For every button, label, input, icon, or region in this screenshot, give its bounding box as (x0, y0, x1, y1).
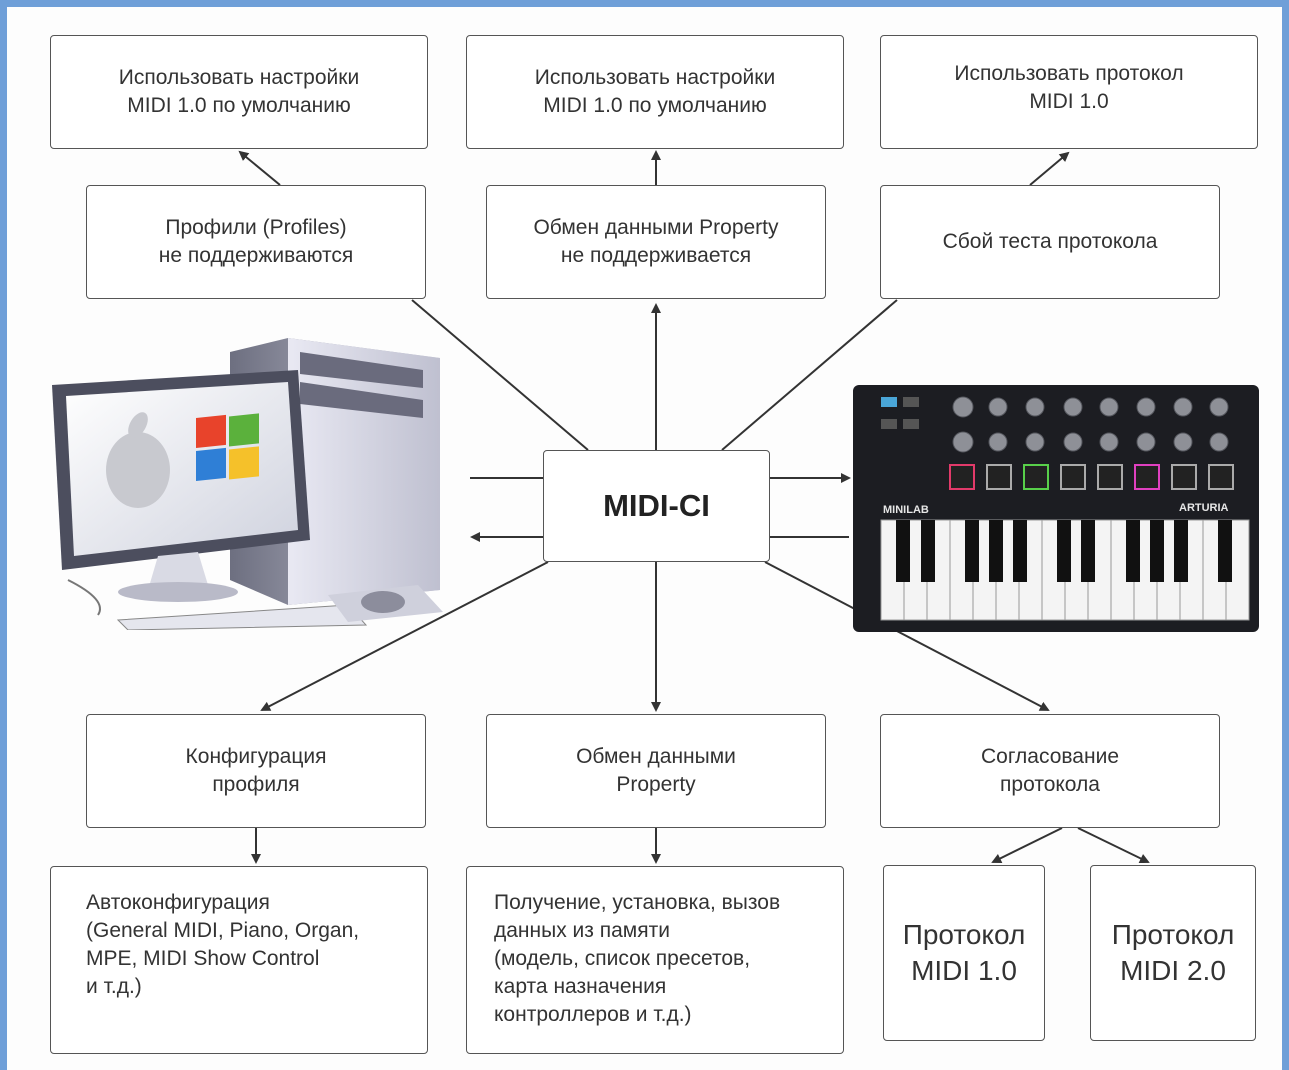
arrow-negotiation-to-midi2 (1077, 827, 1150, 864)
profile-configuration-box: Конфигурация профиля (86, 714, 426, 828)
protocol-negotiation-box: Согласование протокола (880, 714, 1220, 828)
arrow-negotiation-to-midi1 (991, 827, 1063, 863)
arrow-center-to-protocol-negotiation (764, 561, 1050, 711)
connector-center-to-profiles-unsupported (411, 299, 589, 451)
autoconfiguration-box: Автоконфигурация (General MIDI, Piano, O… (50, 866, 428, 1054)
protocol-midi2-box: Протокол MIDI 2.0 (1090, 865, 1256, 1041)
arrow-profiles-to-default-1 (238, 150, 281, 186)
default-settings-box-2: Использовать настройки MIDI 1.0 по умолч… (466, 35, 844, 149)
arrow-center-to-profile-config (260, 561, 549, 711)
desktop-computer-icon (52, 338, 443, 630)
midi-ci-center-box: MIDI-CI (543, 450, 770, 562)
use-midi1-protocol-box: Использовать протокол MIDI 1.0 (880, 35, 1258, 149)
property-unsupported-box: Обмен данными Property не поддерживается (486, 185, 826, 299)
protocol-midi1-box: Протокол MIDI 1.0 (883, 865, 1045, 1041)
protocol-test-fail-box: Сбой теста протокола (880, 185, 1220, 299)
keyboard-model-label: MINILAB (883, 504, 929, 516)
default-settings-box-1: Использовать настройки MIDI 1.0 по умолч… (50, 35, 428, 149)
connector-center-to-protocol-fail (721, 299, 898, 451)
keyboard-brand-label: ARTURIA (1179, 502, 1229, 514)
property-exchange-box: Обмен данными Property (486, 714, 826, 828)
arrow-fail-to-midi1 (1029, 151, 1070, 186)
midi-keyboard-icon: MINILAB ARTURIA (853, 385, 1259, 632)
property-details-box: Получение, установка, вызов данных из па… (466, 866, 844, 1054)
profiles-unsupported-box: Профили (Profiles) не поддерживаются (86, 185, 426, 299)
